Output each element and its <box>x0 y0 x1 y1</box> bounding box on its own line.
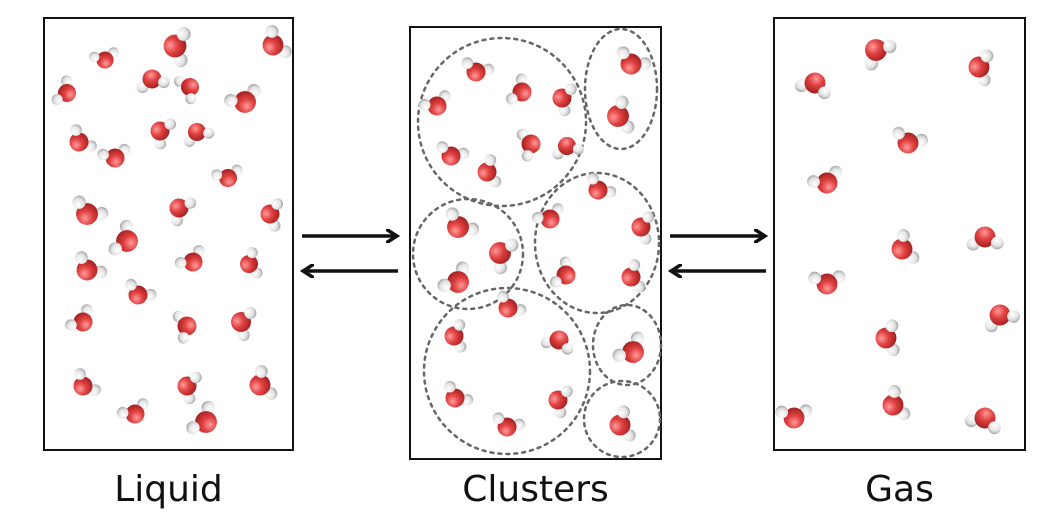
cluster-outline <box>422 286 592 456</box>
water-molecule-icon <box>808 270 846 295</box>
water-molecule-icon <box>211 164 243 188</box>
water-molecule-icon <box>231 306 257 342</box>
equilibrium-arrows-left <box>302 236 398 271</box>
water-molecule-icon <box>169 197 197 227</box>
water-molecule-icon <box>418 90 451 116</box>
water-molecule-icon <box>984 304 1020 333</box>
water-molecule-icon <box>968 49 994 87</box>
water-molecule-icon <box>552 136 584 160</box>
water-molecule-icon <box>516 128 541 162</box>
water-molecule-icon <box>444 319 467 353</box>
water-molecule-icon <box>150 118 177 150</box>
water-molecule-icon <box>69 124 97 152</box>
label-liquid: Liquid <box>114 469 223 510</box>
water-molecule-icon <box>436 141 470 166</box>
cluster-outlines <box>411 27 663 459</box>
water-molecule-icon <box>73 368 101 396</box>
water-molecule-icon <box>444 380 474 408</box>
water-molecule-icon <box>260 198 284 232</box>
water-molecule-icon <box>445 207 480 238</box>
water-molecule-icon <box>549 256 576 288</box>
water-molecule-icon <box>775 404 813 429</box>
water-molecule-icon <box>224 83 261 113</box>
water-molecule-icon <box>891 229 920 265</box>
water-molecule-icon <box>587 172 617 200</box>
water-molecule-icon <box>531 203 564 229</box>
cluster-outline <box>582 379 662 459</box>
water-molecule-icon <box>72 195 109 225</box>
water-molecule-icon <box>609 405 636 442</box>
water-molecule-icon <box>116 398 149 424</box>
water-molecule-icon <box>172 310 197 344</box>
water-molecule-icon <box>612 331 645 363</box>
water-molecule-icon <box>617 46 652 75</box>
water-molecule-icon <box>177 371 202 405</box>
water-molecule-icon <box>249 365 278 401</box>
cluster-outline <box>411 197 525 311</box>
label-gas: Gas <box>865 469 934 510</box>
water-molecule-icon <box>184 122 215 147</box>
label-clusters: Clusters <box>462 469 609 510</box>
water-molecule-icon <box>607 95 635 134</box>
water-molecule-icon <box>540 330 574 355</box>
water-molecule-icon <box>239 247 263 279</box>
water-molecule-icon <box>125 278 157 305</box>
water-molecule-icon <box>489 238 519 275</box>
water-molecule-icon <box>136 69 170 94</box>
water-molecule-icon <box>97 143 131 168</box>
water-molecule-icon <box>505 73 532 105</box>
cluster-outline <box>583 27 659 151</box>
water-molecule-icon <box>864 39 897 71</box>
water-molecule-icon <box>173 75 200 105</box>
water-molecule-icon <box>75 251 108 281</box>
water-molecule-icon <box>497 290 527 318</box>
water-molecule-icon <box>492 412 526 437</box>
water-molecule-icon <box>875 319 900 357</box>
water-molecule-icon <box>262 25 292 59</box>
water-molecule-icon <box>51 75 77 106</box>
water-molecule-icon <box>186 400 217 435</box>
water-molecule-icon <box>108 219 138 256</box>
water-molecules <box>51 25 1020 442</box>
water-molecule-icon <box>807 165 843 194</box>
equilibrium-arrows-right <box>670 236 766 271</box>
water-molecule-icon <box>964 407 1001 435</box>
water-molecule-icon <box>548 385 573 419</box>
water-molecule-icon <box>174 245 205 272</box>
cluster-outline <box>591 303 663 387</box>
water-molecule-icon <box>892 126 929 154</box>
cluster-outline <box>416 36 588 208</box>
water-molecule-icon <box>89 47 119 69</box>
water-molecule-icon <box>794 72 831 100</box>
water-molecule-icon <box>552 83 577 117</box>
water-molecule-icon <box>461 57 495 82</box>
cluster-outline <box>533 171 661 315</box>
water-molecule-icon <box>631 211 655 245</box>
water-molecule-icon <box>437 261 470 293</box>
water-molecule-icon <box>621 259 646 293</box>
water-molecule-icon <box>477 154 502 188</box>
water-molecule-icon <box>65 304 93 332</box>
water-molecule-icon <box>882 385 911 421</box>
water-molecule-icon <box>163 27 191 68</box>
water-molecule-icon <box>966 226 1004 251</box>
